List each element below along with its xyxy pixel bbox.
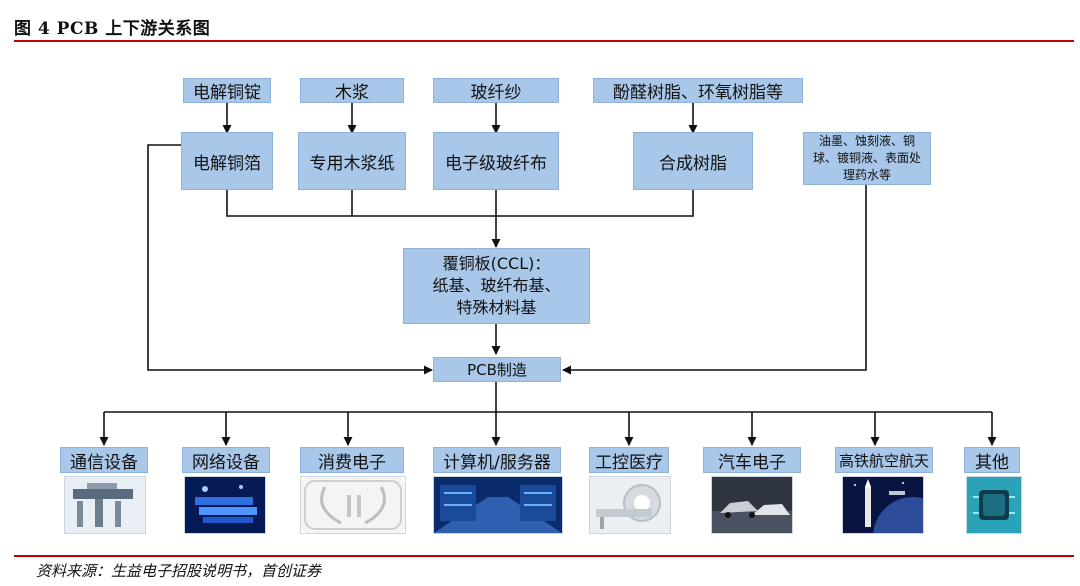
chip-image — [966, 476, 1022, 534]
node-synthetic-resin: 合成树脂 — [633, 132, 753, 190]
node-glass-fiber-cloth: 电子级玻纤布 — [433, 132, 559, 190]
node-copper-foil: 电解铜箔 — [181, 132, 273, 190]
merge-line-intermediates — [226, 187, 694, 217]
automotive-image — [711, 476, 793, 534]
node-wood-pulp-paper: 专用木浆纸 — [298, 132, 406, 190]
source-note: 资料来源：生益电子招股说明书，首创证券 — [36, 562, 322, 580]
node-copper-ingot: 电解铜锭 — [183, 78, 271, 103]
server-room-image — [433, 476, 563, 534]
app-consumer: 消费电子 — [300, 447, 404, 473]
app-rail-aerospace: 高铁航空航天 — [835, 447, 933, 473]
node-resins-raw: 酚醛树脂、环氧树脂等 — [593, 78, 803, 103]
app-other: 其他 — [964, 447, 1020, 473]
ccl-line-1: 覆铜板(CCL)： — [442, 254, 551, 273]
network-equipment-image — [184, 476, 266, 534]
ccl-line-2: 纸基、玻纤布基、 — [432, 276, 561, 295]
node-wood-pulp: 木浆 — [300, 78, 404, 103]
top-rule — [14, 40, 1074, 42]
node-glass-fiber-yarn: 玻纤纱 — [433, 78, 559, 103]
medical-equipment-image — [589, 476, 671, 534]
arrow-foil-to-pcb — [147, 144, 433, 375]
app-network: 网络设备 — [182, 447, 270, 473]
app-communication: 通信设备 — [60, 447, 148, 473]
node-chemicals: 油墨、蚀刻液、铜球、镀铜液、表面处理药水等 — [803, 132, 931, 185]
aerospace-image — [842, 476, 924, 534]
communication-equipment-image — [64, 476, 146, 534]
node-pcb-manufacturing: PCB制造 — [433, 357, 561, 382]
arrow-chemicals-to-pcb — [562, 185, 867, 375]
bottom-rule — [14, 555, 1074, 557]
figure-title: 图 4 PCB 上下游关系图 — [14, 19, 211, 39]
ccl-line-3: 特殊材料基 — [456, 298, 537, 317]
node-ccl: 覆铜板(CCL)： 纸基、玻纤布基、 特殊材料基 — [403, 248, 590, 324]
app-automotive: 汽车电子 — [703, 447, 801, 473]
app-industrial-medical: 工控医疗 — [589, 447, 669, 473]
consumer-electronics-image — [300, 476, 406, 534]
app-computer-server: 计算机/服务器 — [433, 447, 561, 473]
